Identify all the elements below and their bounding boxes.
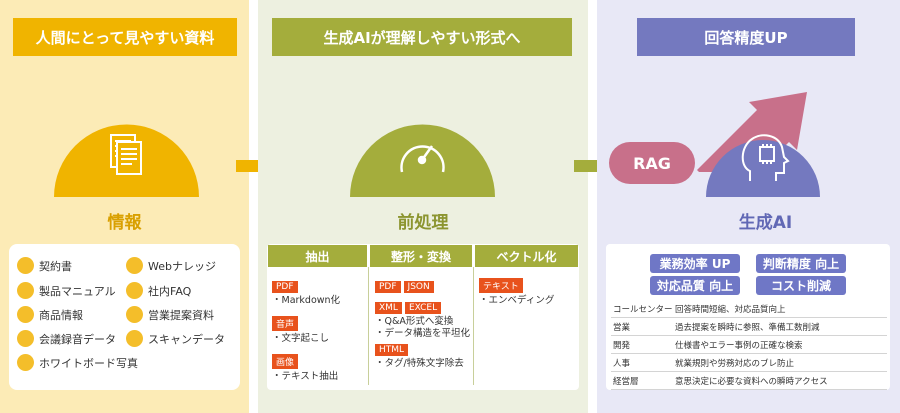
info-banner: 人間にとって見やすい資料 xyxy=(13,18,237,56)
info-item: ホワイトボード写真 xyxy=(17,354,138,371)
header-extract: 抽出 xyxy=(268,245,367,267)
proposal-icon xyxy=(126,306,143,323)
preprocess-table-card xyxy=(267,244,579,390)
faq-icon xyxy=(126,282,143,299)
preprocess-column: 生成AIが理解しやすい形式へ 前処理 xyxy=(258,0,588,413)
table-divider xyxy=(473,267,474,385)
effect-row: 開発仕様書やエラー事例の正確な検索 xyxy=(611,336,887,354)
info-list-card xyxy=(9,244,240,390)
genai-banner: 回答精度UP xyxy=(637,18,855,56)
preprocess-label: 前処理 xyxy=(397,213,449,233)
benefit-pill: 対応品質 向上 xyxy=(650,276,740,295)
header-vector: ベクトル化 xyxy=(475,245,578,267)
effect-row: 人事就業規則や労務対応のブレ防止 xyxy=(611,354,887,372)
benefit-pill: 判断精度 向上 xyxy=(756,254,846,273)
web-icon xyxy=(126,257,143,274)
benefit-pill: コスト削減 xyxy=(756,276,846,295)
extract-pdf: PDF・Markdown化 xyxy=(272,281,341,306)
table-divider xyxy=(368,267,369,385)
info-item: 会議録音データ xyxy=(17,330,116,347)
file-icon xyxy=(17,257,34,274)
gauge-icon xyxy=(350,124,495,197)
info-item: 商品情報 xyxy=(17,306,83,323)
rag-badge: RAG xyxy=(609,142,695,184)
info-item: 社内FAQ xyxy=(126,282,191,299)
genai-label: 生成AI xyxy=(738,213,793,233)
vector-text: テキスト・エンベディング xyxy=(479,274,554,307)
effect-row: 営業過去提案を瞬時に参照、準備工数削減 xyxy=(611,318,887,336)
document-icon xyxy=(54,124,199,197)
info-column: 人間にとって見やすい資料 情報 契約書 Webナレッジ 製品マニュアル 社内FA… xyxy=(0,0,249,413)
extract-audio: 音声・文字起こし xyxy=(272,312,329,345)
info-item: 契約書 xyxy=(17,257,72,274)
info-item: 製品マニュアル xyxy=(17,282,116,299)
rising-arrow-icon xyxy=(697,92,807,172)
info-item: スキャンデータ xyxy=(126,330,225,347)
info-label: 情報 xyxy=(107,213,142,233)
header-format: 整形・変換 xyxy=(370,245,472,267)
info-item: Webナレッジ xyxy=(126,257,216,274)
effect-row: コールセンター回答時間短縮、対応品質向上 xyxy=(611,300,887,318)
microphone-icon xyxy=(17,330,34,347)
whiteboard-icon xyxy=(17,354,34,371)
preprocess-banner: 生成AIが理解しやすい形式へ xyxy=(272,18,572,56)
benefit-pill: 業務効率 UP xyxy=(650,254,740,273)
format-html: HTML・タグ/特殊文字除去 xyxy=(375,344,464,369)
extract-image: 画像・テキスト抽出 xyxy=(272,350,338,383)
info-item: 営業提案資料 xyxy=(126,306,214,323)
scan-icon xyxy=(126,330,143,347)
brain-chip-icon xyxy=(706,134,820,197)
product-icon xyxy=(17,306,34,323)
effect-row: 経営層意思決定に必要な資料への瞬時アクセス xyxy=(611,372,887,390)
manual-icon xyxy=(17,282,34,299)
